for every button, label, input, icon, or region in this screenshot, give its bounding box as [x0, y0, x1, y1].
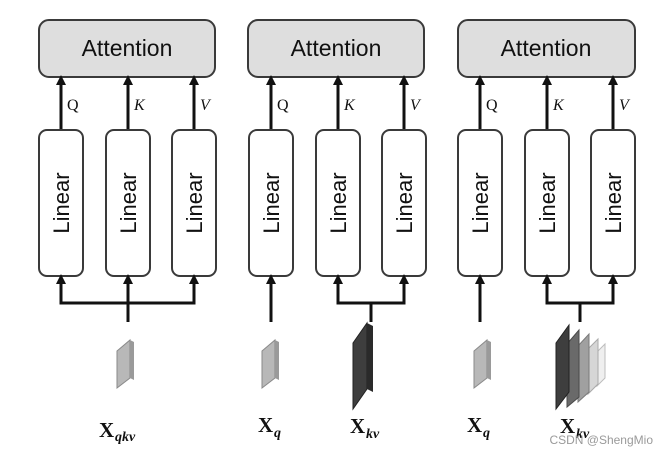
value-label: V — [619, 97, 631, 114]
query-label: Q — [277, 97, 289, 114]
input-label-x-kv: X kv — [350, 414, 380, 442]
svg-text:X: X — [467, 413, 482, 437]
key-label: K — [343, 97, 356, 114]
svg-text:q: q — [483, 426, 490, 441]
svg-text:kv: kv — [366, 427, 380, 442]
token-slab-icon — [261, 338, 279, 390]
attention-label: Attention — [291, 35, 382, 61]
svg-text:X: X — [258, 413, 273, 437]
input-label-x-q: X q — [258, 413, 281, 441]
linear-label-v: Linear — [601, 172, 626, 233]
svg-text:qkv: qkv — [115, 430, 136, 445]
panel-multiscale-cross-attention: Attention Q K V Linear Linear Linear — [457, 19, 636, 442]
panel-self-attention: Attention Q K V Linear Linear Linear X q… — [38, 19, 217, 445]
linear-label-k: Linear — [535, 172, 560, 233]
input-label-x-q: X q — [467, 413, 490, 441]
panel-cross-attention: Attention Q K V Linear Linear Linear — [247, 19, 427, 442]
linear-label-q: Linear — [259, 172, 284, 233]
linear-label-v: Linear — [182, 172, 207, 233]
value-label: V — [410, 97, 422, 114]
multi-scale-feature-stack-icon — [555, 323, 606, 411]
query-label: Q — [67, 97, 79, 114]
kv-input-bus — [545, 279, 615, 305]
svg-text:X: X — [350, 414, 365, 438]
attention-label: Attention — [82, 35, 173, 61]
svg-text:kv: kv — [576, 427, 590, 442]
linear-label-q: Linear — [468, 172, 493, 233]
linear-label-v: Linear — [392, 172, 417, 233]
input-label-x-kv: X kv — [560, 414, 590, 442]
key-label: K — [552, 97, 565, 114]
key-label: K — [133, 97, 146, 114]
query-label: Q — [486, 97, 498, 114]
svg-text:X: X — [99, 418, 114, 442]
feature-map-slab-icon — [352, 321, 373, 411]
token-slab-icon — [116, 338, 134, 390]
token-slab-icon — [473, 338, 491, 390]
linear-label-k: Linear — [326, 172, 351, 233]
value-label: V — [200, 97, 212, 114]
svg-text:q: q — [274, 426, 281, 441]
watermark: CSDN @ShengMio — [549, 433, 653, 447]
svg-text:X: X — [560, 414, 575, 438]
linear-label-q: Linear — [49, 172, 74, 233]
attention-label: Attention — [501, 35, 592, 61]
input-label-x-qkv: X qkv — [99, 418, 136, 445]
kv-input-bus — [336, 279, 406, 305]
linear-label-k: Linear — [116, 172, 141, 233]
